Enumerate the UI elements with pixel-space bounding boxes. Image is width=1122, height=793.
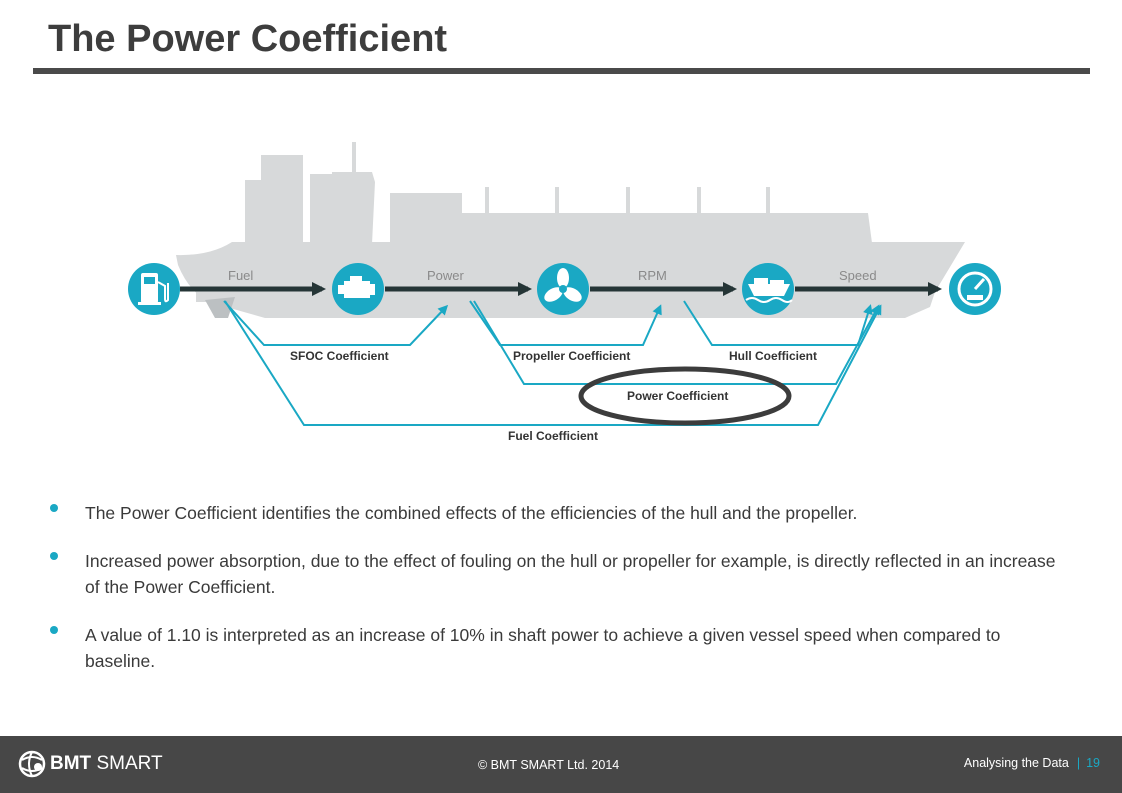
flow-label-power: Power (427, 268, 465, 283)
bullet-dot (50, 552, 58, 560)
propeller-coefficient-label: Propeller Coefficient (513, 349, 630, 363)
sfoc-coefficient-label: SFOC Coefficient (290, 349, 389, 363)
power-coefficient-highlight-ring (578, 366, 792, 426)
logo-smart: SMART (96, 753, 163, 774)
speedometer-icon (949, 263, 1001, 315)
page-title: The Power Coefficient (48, 18, 448, 60)
flow-label-fuel: Fuel (228, 268, 253, 283)
copyright: © BMT SMART Ltd. 2014 (478, 758, 620, 772)
section-label: Analysing the Data|19 (963, 756, 1100, 770)
page-number: 19 (1086, 756, 1100, 770)
rudder-icon (205, 297, 235, 318)
flow-label-rpm: RPM (638, 268, 667, 283)
bullet-item: Increased power absorption, due to the e… (50, 548, 1060, 600)
fuel-coefficient-label: Fuel Coefficient (508, 429, 598, 443)
bullet-dot (50, 504, 58, 512)
coefficient-brackets (223, 300, 882, 426)
bmt-smart-logo: BMT SMART (18, 750, 163, 778)
bullet-item: A value of 1.10 is interpreted as an inc… (50, 622, 1060, 674)
bullet-item: The Power Coefficient identifies the com… (50, 500, 1060, 526)
propeller-icon (537, 263, 589, 315)
fuel-pump-icon (128, 263, 180, 315)
footer-bar: BMT SMART © BMT SMART Ltd. 2014 Analysin… (0, 736, 1122, 793)
title-divider (33, 68, 1090, 74)
power-coefficient-label: Power Coefficient (627, 389, 728, 403)
bullet-list: The Power Coefficient identifies the com… (50, 500, 1060, 696)
hull-coefficient-label: Hull Coefficient (729, 349, 817, 363)
hull-icon (742, 263, 794, 315)
bmt-globe-icon (18, 750, 46, 778)
bullet-dot (50, 626, 58, 634)
flow-label-speed: Speed (839, 268, 877, 283)
engine-icon (332, 263, 384, 315)
logo-bmt: BMT (50, 753, 92, 774)
power-flow-diagram: Fuel Power RPM Speed (128, 142, 1001, 443)
